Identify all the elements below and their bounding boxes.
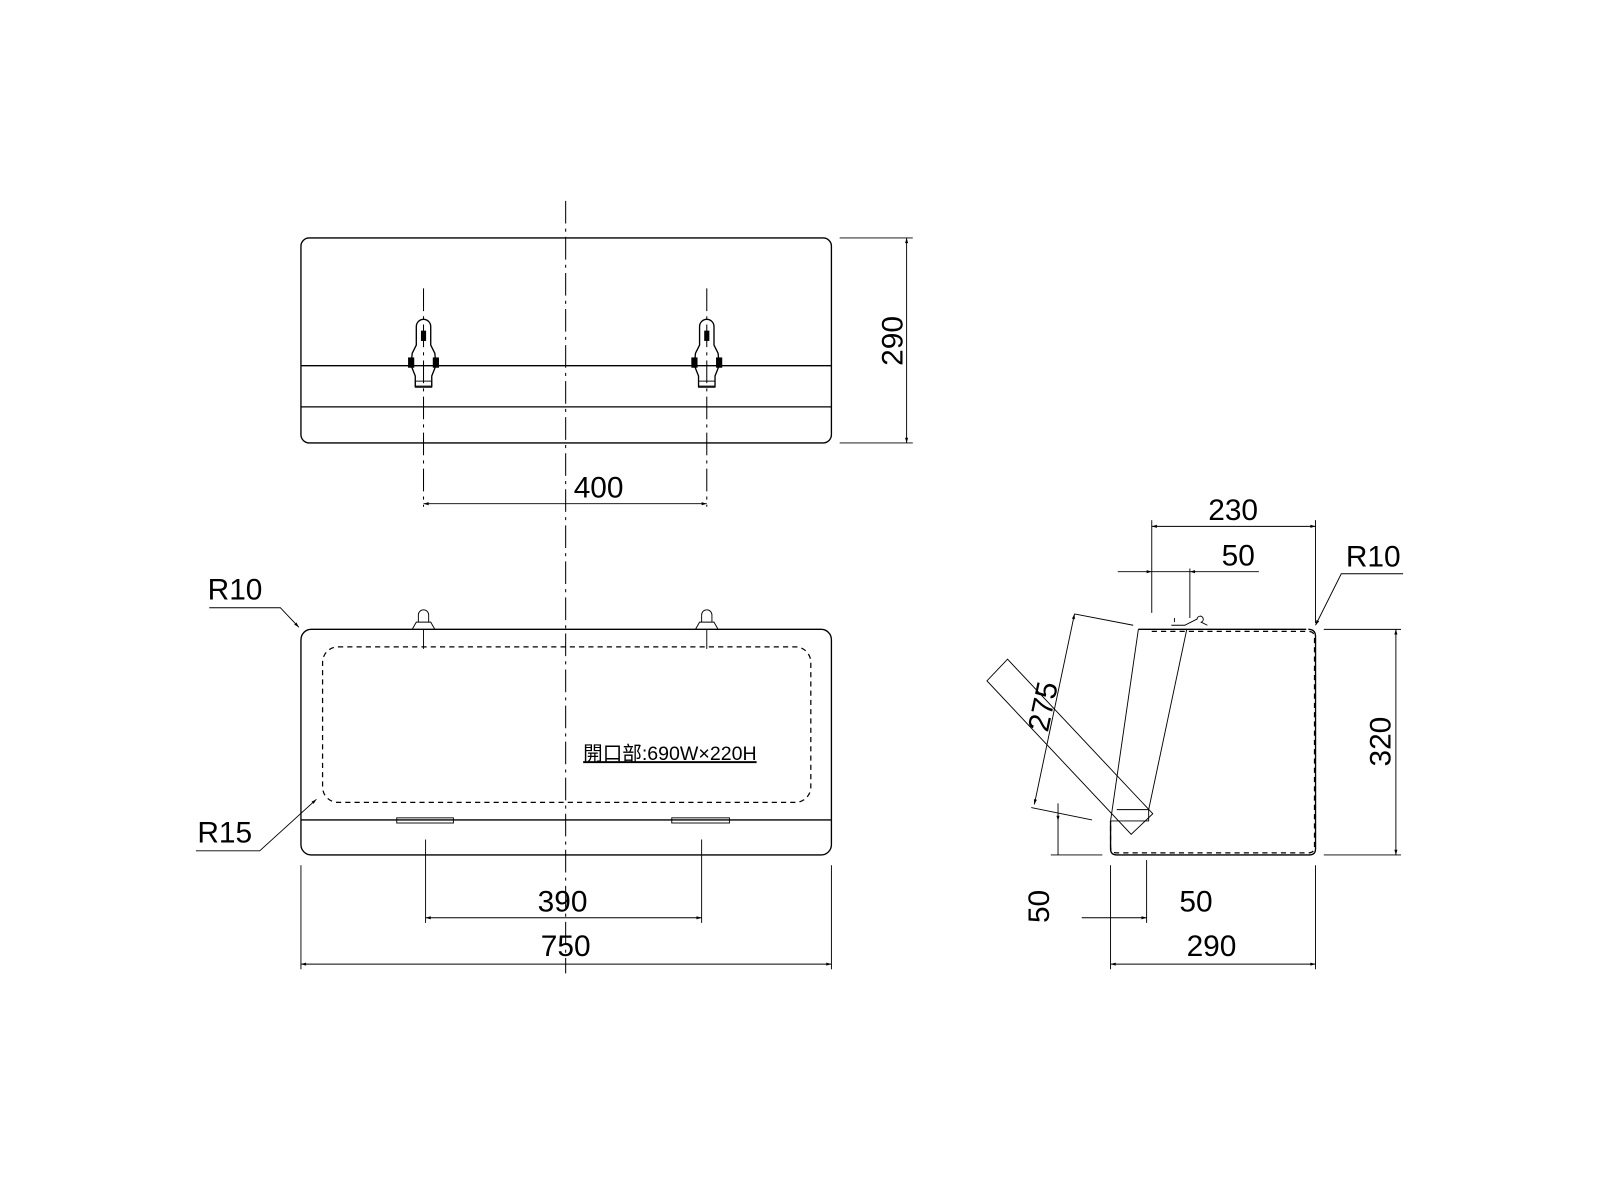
dim-width: 750 [541, 930, 591, 963]
radius-r15-label: R15 [197, 817, 252, 850]
side-radius-label: R10 [1346, 541, 1401, 574]
opening-outline [321, 646, 812, 804]
side-view: 275 230 50 R10 320 50 50 290 [986, 494, 1404, 970]
hinge-plate [396, 817, 454, 824]
dim-hinge-plate-spacing: 390 [538, 886, 588, 919]
hinge-plate [671, 817, 730, 824]
dim-top-offset: 50 [1222, 539, 1255, 572]
dim-hinge-spacing: 400 [574, 472, 624, 505]
front-view: 開口部:690W×220H R10 R15 390 750 [195, 573, 833, 970]
dim-bottom-step: 50 [1023, 890, 1056, 923]
front-view-outline [300, 628, 833, 856]
top-view: 290 400 [300, 200, 913, 974]
opening-size-label: 開口部:690W×220H [583, 743, 756, 765]
latch-icon [1171, 615, 1208, 626]
top-view-outline [300, 237, 833, 444]
dim-side-depth: 290 [1187, 930, 1237, 963]
hinge-icon [411, 609, 436, 630]
dim-door-open: 275 [1022, 679, 1065, 735]
radius-r10-label: R10 [208, 573, 263, 606]
dim-top-height: 290 [876, 316, 909, 366]
dim-bottom-offset: 50 [1179, 886, 1212, 919]
dim-side-height: 320 [1365, 717, 1398, 767]
open-door-outline [986, 658, 1154, 835]
hinge-icon [695, 609, 719, 630]
dim-top-depth: 230 [1208, 494, 1258, 527]
side-body-outline [1109, 630, 1316, 854]
